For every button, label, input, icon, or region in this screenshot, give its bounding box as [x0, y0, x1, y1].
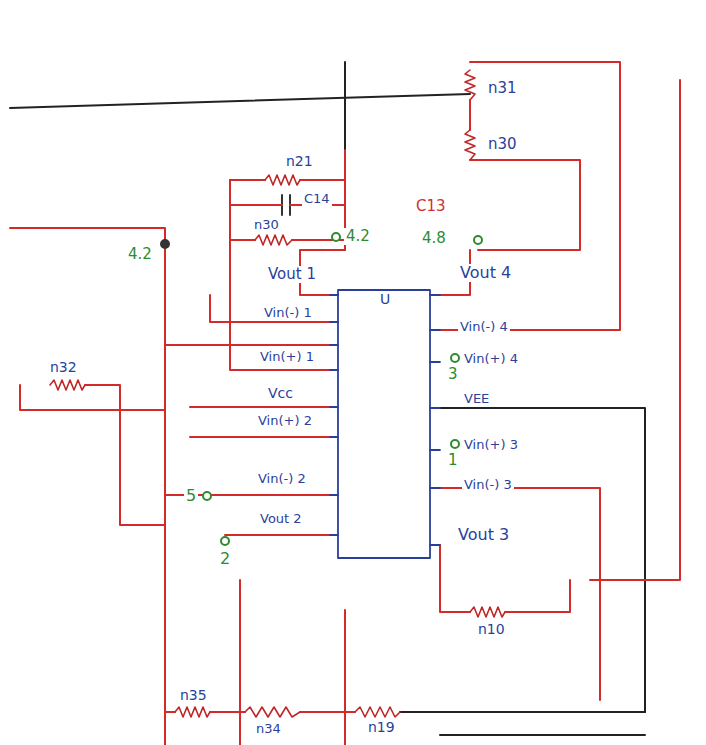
part-name: n10 [476, 622, 507, 637]
ic-notch-mark: U [378, 292, 392, 307]
pin-name: Vin(+) 2 [256, 414, 314, 428]
part-name: n35 [178, 688, 209, 703]
voltage-reading: 4.2 [344, 228, 372, 245]
part-name: n30 [486, 136, 519, 153]
voltage-reading: 2 [218, 550, 232, 568]
voltage-reading: 1 [446, 452, 460, 469]
pin-name: Vin(+) 1 [258, 350, 316, 364]
part-name: n31 [486, 80, 519, 97]
pin-name: Vout 4 [458, 264, 513, 282]
pin-name: Vin(+) 3 [462, 438, 520, 452]
voltage-reading: 4.8 [420, 230, 448, 247]
pin-name: Vin(+) 4 [462, 352, 520, 366]
pin-name: Vout 3 [456, 526, 511, 544]
voltage-reading: 5 [184, 487, 198, 505]
pin-name: Vin(-) 1 [262, 306, 314, 320]
pin-name: Vin(-) 3 [462, 478, 514, 492]
voltage-reading: 4.2 [126, 246, 154, 263]
pin-name: Vout 2 [258, 512, 304, 526]
pin-name: Vin(-) 2 [256, 472, 308, 486]
pin-name: Vcc [266, 386, 295, 401]
pin-name: Vin(-) 4 [458, 320, 510, 334]
part-name: n21 [284, 154, 315, 169]
part-name: n32 [48, 360, 79, 375]
part-name: C13 [414, 198, 448, 215]
part-name: n34 [254, 722, 283, 736]
pin-name: VEE [462, 392, 491, 406]
pin-name: Vout 1 [266, 266, 318, 283]
part-name: C14 [302, 192, 332, 206]
part-name: n30 [252, 218, 281, 232]
part-name: n19 [366, 720, 397, 735]
voltage-reading: 3 [446, 366, 460, 383]
